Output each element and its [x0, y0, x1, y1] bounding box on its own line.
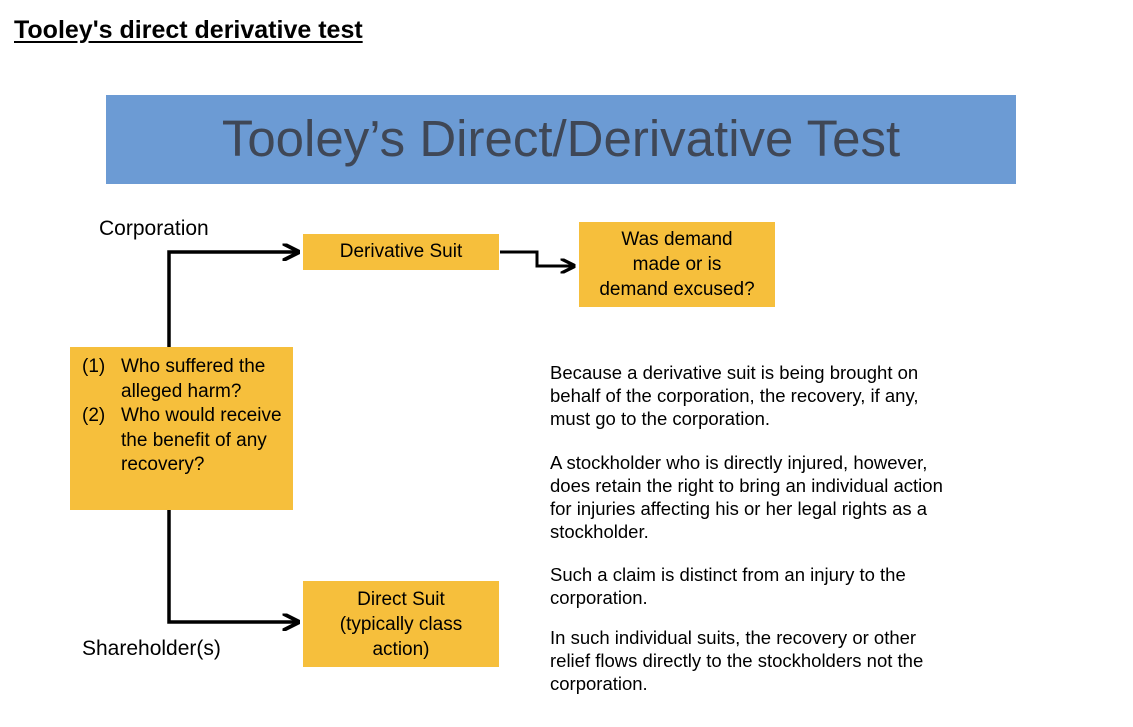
arrow-to-derivative: [167, 252, 298, 347]
explanation-paragraph: In such individual suits, the recovery o…: [550, 627, 924, 694]
questions-box: (1) Who suffered the alleged harm? (2) W…: [70, 347, 293, 510]
arrow-to-direct: [167, 510, 298, 622]
explanation-paragraph: Because a derivative suit is being broug…: [550, 362, 919, 429]
question-number: (2): [82, 405, 106, 426]
direct-suit-line: (typically class: [339, 613, 463, 635]
shareholder-label: Shareholder(s): [82, 637, 221, 660]
question-item: (1) Who suffered the alleged harm?: [82, 355, 285, 404]
question-item: (2) Who would receive the benefit of any…: [82, 404, 285, 478]
derivative-suit-box: Derivative Suit: [303, 234, 499, 270]
diagram-banner: Tooley’s Direct/Derivative Test: [106, 95, 1016, 184]
corporation-label: Corporation: [99, 217, 209, 240]
arrow-to-demand: [500, 250, 574, 266]
direct-suit-line: Direct Suit: [357, 588, 445, 610]
banner-title: Tooley’s Direct/Derivative Test: [221, 110, 901, 167]
explanation-paragraph: Such a claim is distinct from an injury …: [550, 564, 906, 608]
demand-line: Was demand: [621, 229, 733, 250]
derivative-suit-text: Derivative Suit: [339, 241, 463, 262]
question-text: Who suffered the alleged harm?: [121, 356, 266, 402]
demand-line: demand excused?: [599, 279, 755, 300]
direct-suit-box: Direct Suit (typically class action): [303, 581, 499, 667]
demand-line: made or is: [632, 254, 722, 275]
explanation-paragraph: A stockholder who is directly injured, h…: [550, 452, 943, 542]
demand-box: Was demand made or is demand excused?: [579, 222, 775, 307]
direct-suit-line: action): [372, 638, 430, 660]
question-number: (1): [82, 356, 106, 377]
page-heading: Tooley's direct derivative test: [14, 16, 363, 44]
question-text: Who would receive the benefit of any rec…: [121, 405, 282, 475]
